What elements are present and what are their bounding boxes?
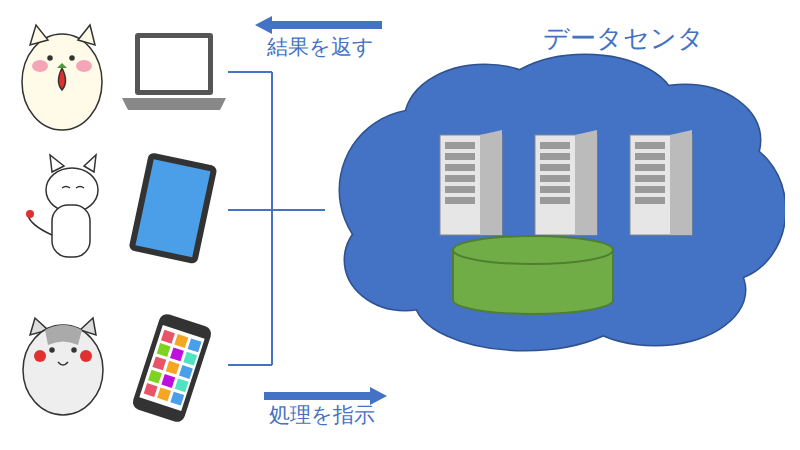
cloud-shape [325, 10, 785, 360]
user-character [23, 318, 103, 415]
cloud-title: データセンタ [543, 24, 704, 53]
datacenter-cloud: データセンタ [325, 10, 785, 360]
tablet-icon [128, 152, 217, 264]
user-character [22, 25, 102, 130]
arrow-label: 結果を返す [267, 36, 374, 59]
phone-icon [131, 312, 213, 424]
laptop-icon [122, 33, 226, 110]
arrow-label: 処理を指示 [269, 404, 375, 427]
user-character [26, 155, 98, 257]
app-icons [144, 330, 202, 406]
network-lines [228, 72, 325, 365]
